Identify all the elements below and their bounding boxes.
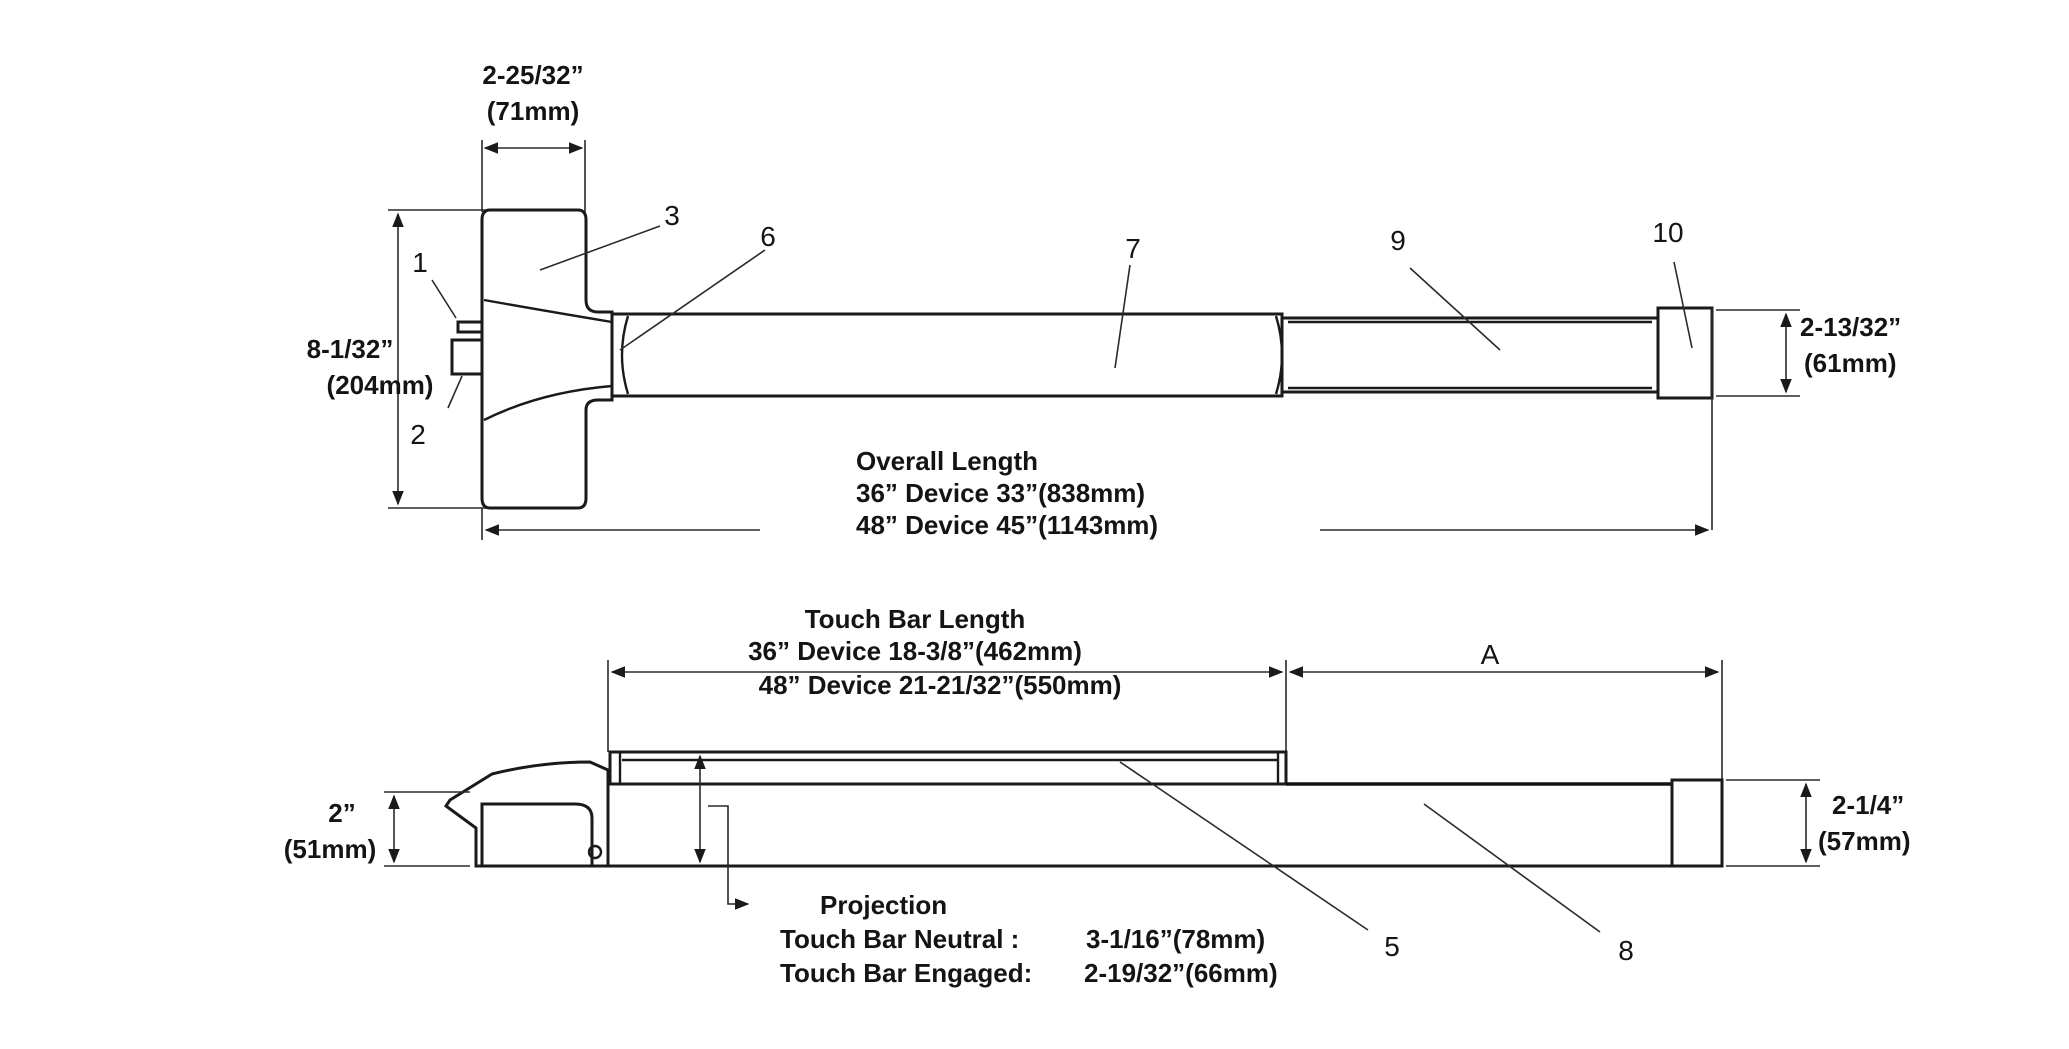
top-view: 2-25/32” (71mm) 8-1/32” (204mm) xyxy=(307,60,1901,540)
overall-length-dimension: Overall Length 36” Device 33”(838mm) 48”… xyxy=(481,446,1710,540)
touch-bar-length-dimension: Touch Bar Length 36” Device 18-3/8”(462m… xyxy=(607,604,1723,785)
dimension-a-label: A xyxy=(1481,639,1500,670)
width-dim-mm: (71mm) xyxy=(487,96,579,126)
callout-5: 5 xyxy=(1384,931,1400,962)
projection-title: Projection xyxy=(820,890,947,920)
overall-length-48: 48” Device 45”(1143mm) xyxy=(856,510,1158,540)
width-dim-inches: 2-25/32” xyxy=(482,60,583,90)
right-height-dimension: 2-1/4” (57mm) xyxy=(1726,779,1910,867)
projection-engaged-label: Touch Bar Engaged: xyxy=(780,958,1032,988)
side-view: Touch Bar Length 36” Device 18-3/8”(462m… xyxy=(284,604,1911,988)
callout-9: 9 xyxy=(1390,225,1406,256)
left-dim-inches: 2” xyxy=(328,798,355,828)
touch-bar xyxy=(608,750,1288,786)
projection-indicator: Projection Touch Bar Neutral : 3-1/16”(7… xyxy=(694,754,1278,988)
main-bar xyxy=(610,312,1284,398)
spindle xyxy=(450,338,484,376)
width-dimension: 2-25/32” (71mm) xyxy=(481,60,586,212)
touch-bar-length-36: 36” Device 18-3/8”(462mm) xyxy=(748,636,1082,666)
callout-7: 7 xyxy=(1125,233,1141,264)
callout-6: 6 xyxy=(760,221,776,252)
right-dim-inches: 2-1/4” xyxy=(1832,790,1904,820)
callout-8: 8 xyxy=(1618,935,1634,966)
chassis-head xyxy=(480,208,614,510)
right-dim-mm: (57mm) xyxy=(1818,826,1910,856)
left-height-dimension: 2” (51mm) xyxy=(284,791,470,867)
callout-2: 2 xyxy=(410,419,426,450)
touch-bar-length-48: 48” Device 21-21/32”(550mm) xyxy=(759,670,1122,700)
side-end-cap xyxy=(1670,778,1724,868)
projection-engaged-value: 2-19/32”(66mm) xyxy=(1084,958,1278,988)
end-dimension: 2-13/32” (61mm) xyxy=(1716,309,1901,397)
callout-1: 1 xyxy=(412,247,428,278)
height-dim-mm: (204mm) xyxy=(327,370,434,400)
callout-10: 10 xyxy=(1652,217,1683,248)
mounting-rail xyxy=(606,782,1674,868)
projection-neutral-value: 3-1/16”(78mm) xyxy=(1086,924,1265,954)
end-dim-inches: 2-13/32” xyxy=(1800,312,1901,342)
side-head-block xyxy=(480,802,594,868)
height-dim-inches: 8-1/32” xyxy=(307,334,394,364)
overall-length-title: Overall Length xyxy=(856,446,1038,476)
overall-length-36: 36” Device 33”(838mm) xyxy=(856,478,1145,508)
projection-neutral-label: Touch Bar Neutral : xyxy=(780,924,1019,954)
tail-bar xyxy=(1280,316,1660,394)
touch-bar-length-title: Touch Bar Length xyxy=(805,604,1026,634)
left-dim-mm: (51mm) xyxy=(284,834,376,864)
end-dim-mm: (61mm) xyxy=(1804,348,1896,378)
callout-3: 3 xyxy=(664,200,680,231)
end-cap xyxy=(1656,306,1714,400)
screw-icon xyxy=(587,844,603,860)
height-dimension: 8-1/32” (204mm) xyxy=(307,209,486,509)
